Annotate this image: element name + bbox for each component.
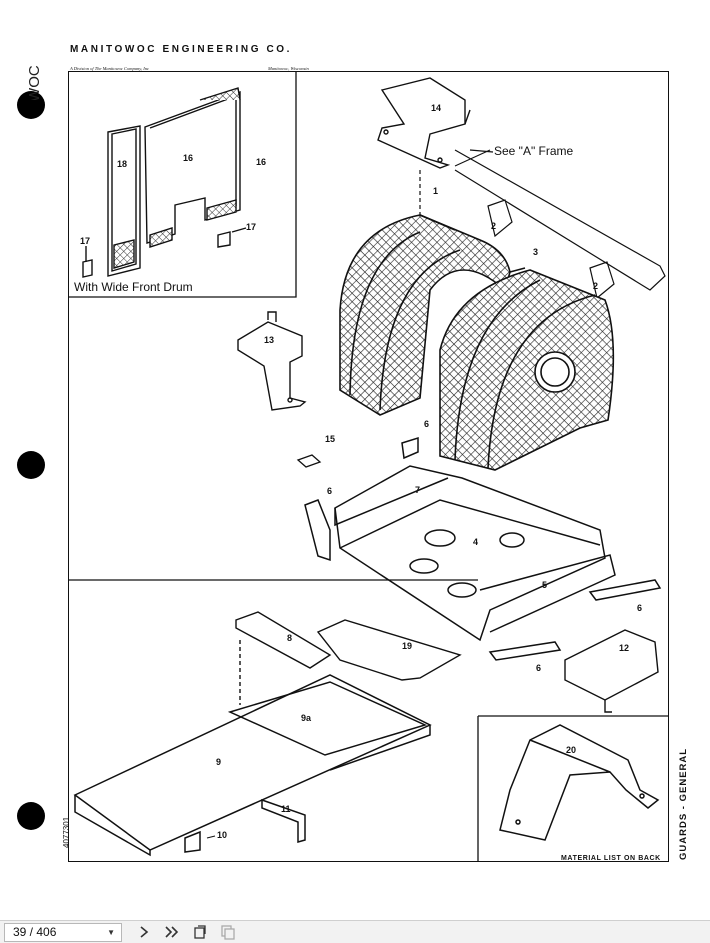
part-label: 9	[216, 757, 222, 767]
binder-hole	[17, 802, 45, 830]
location-text: Manitowoc, Wisconsin	[268, 66, 309, 71]
part-label: 5	[542, 580, 548, 590]
binder-hole	[17, 91, 45, 119]
page-selector[interactable]: 39 / 406 ▼	[4, 922, 122, 942]
part-label: 17	[246, 222, 257, 232]
section-title: GUARDS - GENERAL	[678, 747, 689, 860]
part-label: 6	[536, 663, 542, 673]
part-label: 6	[424, 419, 430, 429]
viewer-toolbar: 39 / 406 ▼	[0, 920, 710, 943]
last-page-button[interactable]	[160, 922, 184, 942]
part-label: 13	[264, 335, 275, 345]
part-label: 9a	[301, 713, 312, 723]
part-label: 18	[117, 159, 128, 169]
division-text: A Division of The Manitowoc Company, Inc	[70, 66, 150, 71]
part-label: 2	[593, 281, 599, 291]
part-label: 4	[473, 537, 479, 547]
part-label: 7	[415, 485, 421, 495]
part-label: 20	[566, 745, 577, 755]
part-label: 17	[80, 236, 91, 246]
chevron-right-icon	[140, 926, 149, 938]
part-label: 1	[433, 186, 439, 196]
document-page: MANITOWOC ENGINEERING CO. A Division of …	[17, 44, 689, 862]
inset-caption: With Wide Front Drum	[74, 280, 193, 294]
binder-hole	[17, 451, 45, 479]
part-label: 10	[217, 830, 228, 840]
next-page-button[interactable]	[132, 922, 156, 942]
part-label: 2	[491, 221, 497, 231]
company-name: MANITOWOC ENGINEERING CO.	[70, 44, 293, 55]
part-label: 16	[256, 157, 267, 167]
part-label: 6	[327, 486, 333, 496]
part-label: 14	[431, 103, 442, 113]
double-chevron-right-icon	[165, 926, 179, 938]
drawing-frame	[68, 71, 669, 862]
page-indicator: 39 / 406	[13, 925, 57, 939]
figure-code: 4077301	[62, 816, 71, 848]
part-label: 11	[281, 804, 291, 814]
see-a-frame-callout: See "A" Frame	[494, 144, 574, 158]
rotate-page-button[interactable]	[188, 922, 212, 942]
copy-page-button[interactable]	[216, 922, 240, 942]
part-label: 6	[637, 603, 643, 613]
material-list-note: MATERIAL LIST ON BACK	[561, 855, 661, 862]
part-label: 12	[619, 643, 630, 653]
part-label: 8	[287, 633, 293, 643]
part-label: 3	[533, 247, 539, 257]
part-label: 16	[183, 153, 194, 163]
part-label: 19	[402, 641, 413, 651]
copy-page-icon	[221, 925, 235, 940]
caret-down-icon: ▼	[107, 927, 115, 937]
rotate-page-icon	[194, 925, 206, 939]
exploded-parts-drawing	[69, 72, 669, 862]
part-label: 15	[325, 434, 336, 444]
